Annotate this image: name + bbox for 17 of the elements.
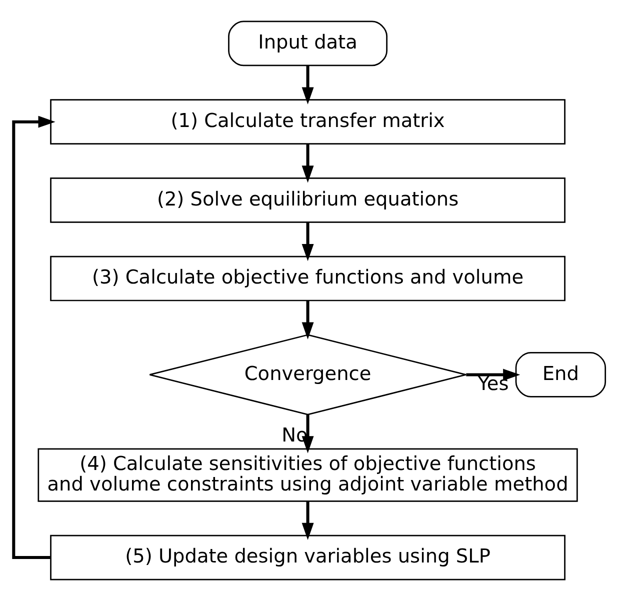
arrow [12,115,56,559]
edge-label: Yes [478,372,509,395]
arrow [302,65,314,104]
node-box: (2) Solve equilibrium equations [50,177,566,222]
node-box: (5) Update design variables using SLP [50,534,566,580]
node-box: Input data [228,20,388,66]
node-diamond: Convergence [149,334,467,415]
node-box: End [515,352,606,397]
arrow [302,300,314,339]
arrow [302,222,314,261]
arrow [302,144,314,182]
node-box: (3) Calculate objective functions and volume [50,255,566,301]
node-box: (4) Calculate sensitivities of objective functions and volume constraints using adjoint variable method [38,448,578,502]
arrow [466,368,520,380]
arrow [302,414,314,453]
arrow [302,501,314,540]
node-box: (1) Calculate transfer matrix [50,98,566,144]
